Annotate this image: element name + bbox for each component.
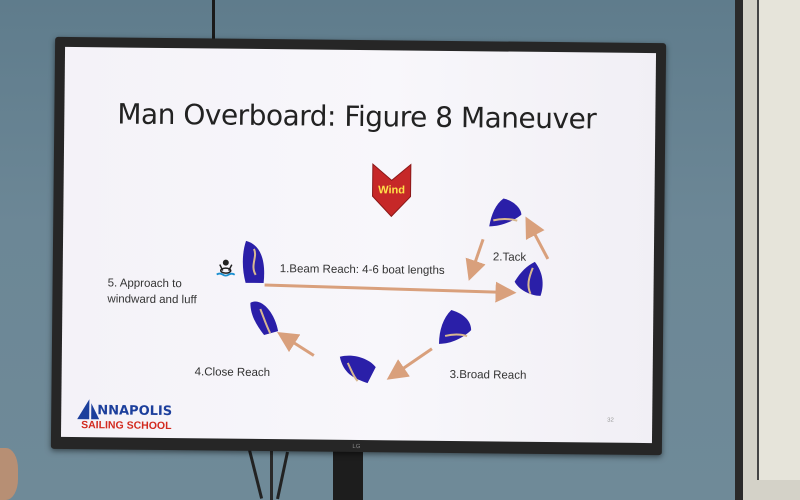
hand — [0, 448, 18, 500]
annapolis-logo: NNAPOLIS SAILING SCHOOL — [73, 397, 193, 438]
sailboat-icon — [242, 240, 265, 284]
step-2-label: 2.Tack — [492, 251, 527, 264]
arrow-tack-up — [525, 216, 550, 260]
cord — [248, 449, 264, 499]
arrow-close-reach — [277, 331, 315, 357]
step-4-label: 4.Close Reach — [194, 366, 271, 380]
logo-line-2: SAILING SCHOOL — [81, 419, 172, 433]
sailboat-icon — [489, 198, 522, 227]
sailboat-icon — [438, 309, 472, 344]
monitor-brand: LG — [352, 443, 361, 451]
sailboat-icon — [514, 261, 543, 296]
slide: Man Overboard: Figure 8 Maneuver Wind — [60, 46, 657, 444]
cord — [276, 451, 289, 500]
step-3-label: 3.Broad Reach — [449, 368, 527, 382]
monitor-stand — [333, 446, 363, 500]
monitor: Man Overboard: Figure 8 Maneuver Wind — [50, 36, 667, 456]
arrow-tack-down — [465, 238, 486, 281]
course-arrows — [264, 216, 550, 380]
cord — [270, 448, 273, 500]
step-1-label: 1.Beam Reach: 4-6 boat lengths — [279, 263, 445, 277]
arrow-beam-reach — [264, 281, 517, 303]
swimmer-buoy-icon — [216, 259, 236, 277]
hanging-cable — [212, 0, 215, 48]
sailboat-icon — [339, 355, 376, 384]
sailboat-icon — [250, 301, 279, 336]
wall-frame — [735, 0, 800, 500]
logo-line-1: NNAPOLIS — [97, 403, 173, 420]
sailboat-logo-icon — [77, 399, 100, 420]
page-number: 32 — [607, 417, 614, 424]
step-5-label: 5. Approach to windward and luff — [107, 277, 197, 307]
arrow-broad-reach — [386, 347, 433, 380]
wind-arrow-icon — [372, 163, 412, 218]
